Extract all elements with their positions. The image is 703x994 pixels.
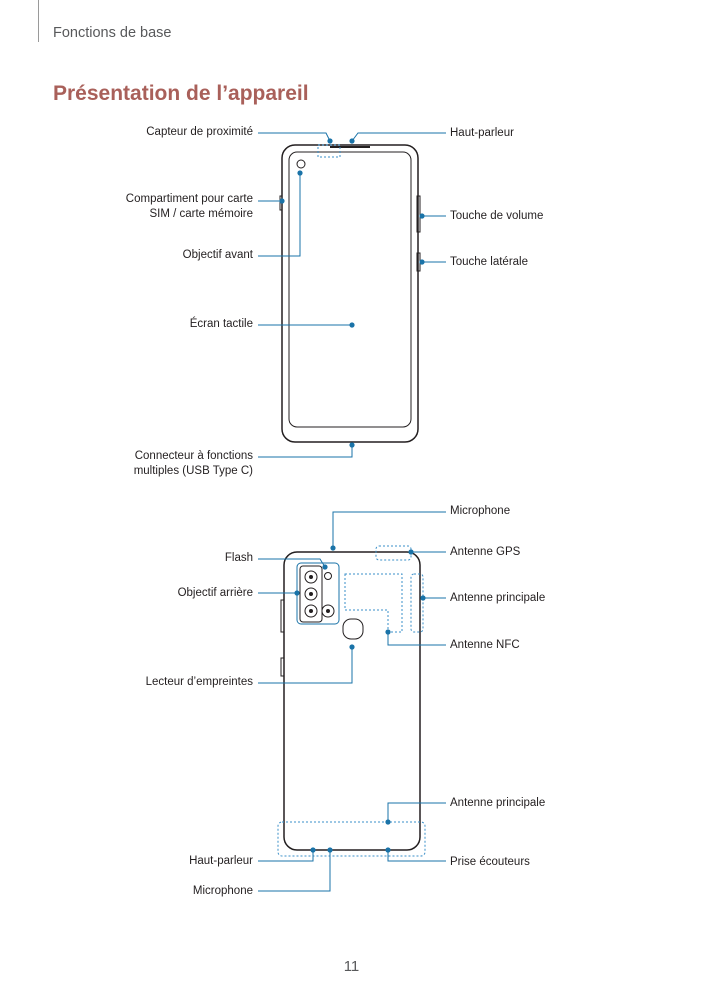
label-headset-jack: Prise écouteurs — [450, 856, 530, 868]
back-phone-outline — [280, 551, 421, 851]
label-main-antenna-bottom: Antenne principale — [450, 797, 546, 809]
rear-camera-module — [296, 562, 340, 625]
label-side-key: Touche latérale — [450, 256, 528, 268]
label-sim-tray: Compartiment pour carte SIM / carte mémo… — [125, 193, 253, 220]
label-speaker: Haut-parleur — [189, 855, 253, 867]
label-earpiece: Haut-parleur — [450, 127, 514, 139]
header-rule — [38, 0, 39, 42]
label-main-antenna-top: Antenne principale — [450, 592, 546, 604]
label-usb-connector: Connecteur à fonctions multiples (USB Ty… — [133, 450, 253, 477]
label-fingerprint: Lecteur d’empreintes — [145, 676, 253, 688]
label-nfc-antenna: Antenne NFC — [450, 639, 520, 651]
section-title: Fonctions de base — [53, 25, 172, 41]
front-phone-outline — [279, 144, 421, 443]
label-volume-key: Touche de volume — [450, 210, 544, 222]
label-gps-antenna: Antenne GPS — [450, 546, 521, 558]
label-proximity-sensor: Capteur de proximité — [146, 126, 253, 138]
front-camera-hole — [296, 159, 306, 169]
page-number: 11 — [343, 958, 360, 975]
proximity-sensor-zone — [317, 144, 341, 158]
label-microphone-top: Microphone — [450, 505, 511, 517]
label-front-camera: Objectif avant — [182, 249, 253, 261]
page-title: Présentation de l’appareil — [53, 82, 309, 105]
fingerprint-sensor — [342, 618, 364, 640]
label-microphone-bottom: Microphone — [192, 885, 253, 897]
label-flash: Flash — [224, 552, 253, 564]
label-rear-camera: Objectif arrière — [177, 587, 253, 599]
label-touchscreen: Écran tactile — [189, 318, 253, 330]
